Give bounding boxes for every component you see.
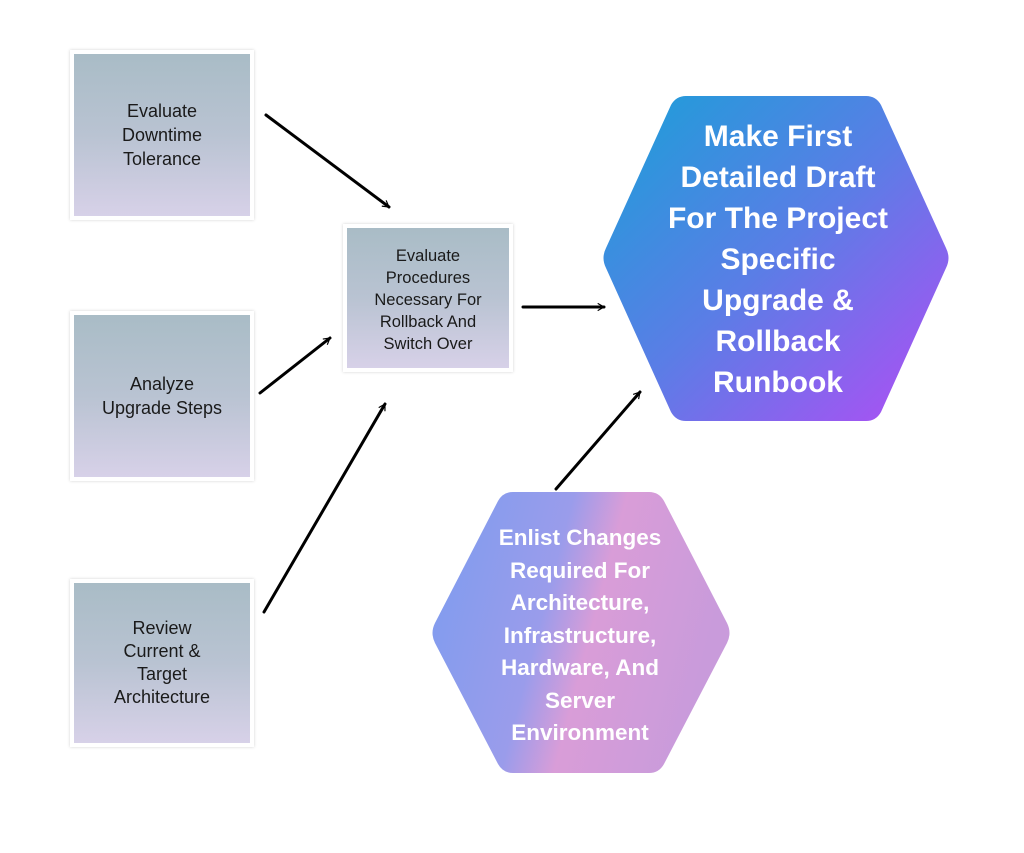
arrow-downtime-to-procedures (264, 113, 391, 209)
analyze-upgrade-label: Analyze Upgrade Steps (101, 374, 223, 418)
arrow-changes-to-draft (554, 390, 642, 491)
evaluate-downtime-box: Evaluate Downtime Tolerance (70, 50, 254, 220)
review-architecture-label: Review Current & Target Architecture (113, 618, 211, 707)
arrow-review-to-procedures (262, 402, 387, 614)
evaluate-procedures-label: Evaluate Procedures Necessary For Rollba… (374, 247, 482, 353)
evaluate-downtime-label: Evaluate Downtime Tolerance (121, 101, 203, 169)
analyze-upgrade-box: Analyze Upgrade Steps (70, 311, 254, 481)
draft-hexagon-shape (603, 96, 949, 421)
arrow-upgrade-to-procedures (258, 336, 332, 395)
evaluate-procedures-box: Evaluate Procedures Necessary For Rollba… (343, 224, 513, 372)
changes-hexagon-shape (432, 492, 730, 773)
review-architecture-box: Review Current & Target Architecture (70, 579, 254, 747)
enlist-changes-label: Enlist Changes Required For Architecture… (498, 525, 662, 745)
make-draft-label: Make First Detailed Draft For The Projec… (667, 120, 889, 399)
